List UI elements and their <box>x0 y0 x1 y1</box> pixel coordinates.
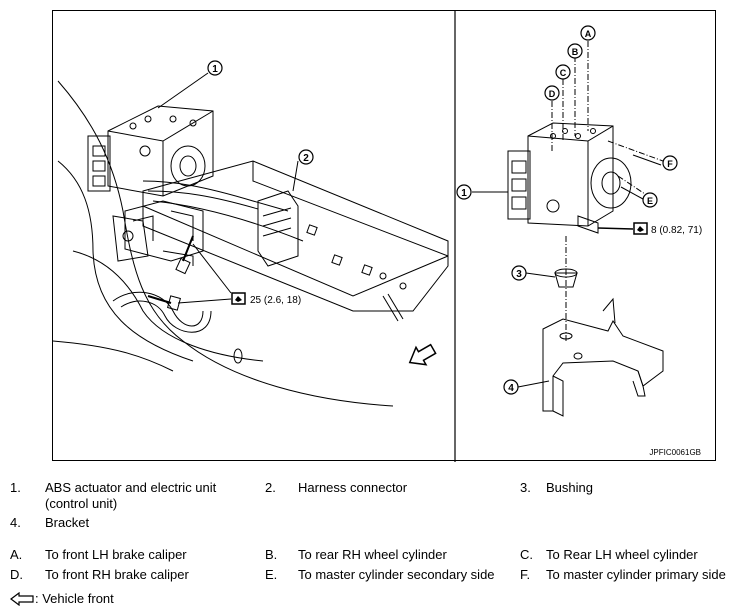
legend-text-e: To master cylinder secondary side <box>298 567 495 582</box>
svg-text:D: D <box>549 89 556 99</box>
legend-num-1: 1. <box>10 480 21 495</box>
legend-text-3: Bushing <box>546 480 593 495</box>
legend-letter-f: F. <box>520 567 531 582</box>
legend-letter-a: A. <box>10 547 23 562</box>
svg-text:3: 3 <box>516 269 522 280</box>
svg-text:B: B <box>572 47 579 57</box>
illustration-drawing: 1 2 25 (2.6, 18) <box>53 11 702 462</box>
torque-wrench-icon <box>633 222 648 235</box>
callout-f: F <box>662 155 678 171</box>
vehicle-front-note: : Vehicle front <box>10 591 114 607</box>
legend-num-3: 3. <box>520 480 531 495</box>
legend-text-1: ABS actuator and electric unit (control … <box>45 480 217 511</box>
vehicle-front-label: : Vehicle front <box>35 591 114 606</box>
legend-letter-e: E. <box>265 567 278 582</box>
svg-text:1: 1 <box>461 188 467 199</box>
callout-a: A <box>580 25 596 41</box>
legend-text-f: To master cylinder primary side <box>546 567 726 582</box>
callout-b: B <box>567 43 583 59</box>
callout-e: E <box>642 192 658 208</box>
svg-text:F: F <box>667 159 673 169</box>
legend-text-c: To Rear LH wheel cylinder <box>546 547 698 562</box>
legend-text-d: To front RH brake caliper <box>45 567 189 582</box>
torque-wrench-icon <box>231 292 246 305</box>
left-vehicle-view <box>53 72 449 407</box>
torque-spec-right: 8 (0.82, 71) <box>651 225 702 236</box>
legend-text-b: To rear RH wheel cylinder <box>298 547 447 562</box>
svg-text:C: C <box>560 68 567 78</box>
svg-text:1: 1 <box>212 64 218 75</box>
vehicle-front-arrow-icon <box>408 343 437 366</box>
legend-num-2: 2. <box>265 480 276 495</box>
callout-1-right: 1 <box>456 184 472 200</box>
legend-num-4: 4. <box>10 515 21 530</box>
callout-c: C <box>555 64 571 80</box>
torque-spec-left: 25 (2.6, 18) <box>250 295 301 306</box>
legend-letter-d: D. <box>10 567 23 582</box>
right-exploded-view <box>472 41 664 417</box>
svg-text:4: 4 <box>508 383 514 394</box>
svg-text:2: 2 <box>303 153 309 164</box>
callout-3: 3 <box>511 265 527 281</box>
callout-d: D <box>544 85 560 101</box>
svg-text:E: E <box>647 196 653 206</box>
legend-letter-b: B. <box>265 547 278 562</box>
legend-letter-c: C. <box>520 547 533 562</box>
vehicle-front-arrow-icon <box>10 592 34 606</box>
figure-id: JPFIC0061GB <box>649 448 701 457</box>
legend-text-a: To front LH brake caliper <box>45 547 187 562</box>
callout-4: 4 <box>503 379 519 395</box>
legend-text-4: Bracket <box>45 515 90 530</box>
service-illustration: 1 2 25 (2.6, 18) <box>52 10 716 462</box>
callout-1-left: 1 <box>207 60 223 76</box>
legend-text-2: Harness connector <box>298 480 408 495</box>
svg-text:A: A <box>585 29 592 39</box>
callout-2: 2 <box>298 149 314 165</box>
